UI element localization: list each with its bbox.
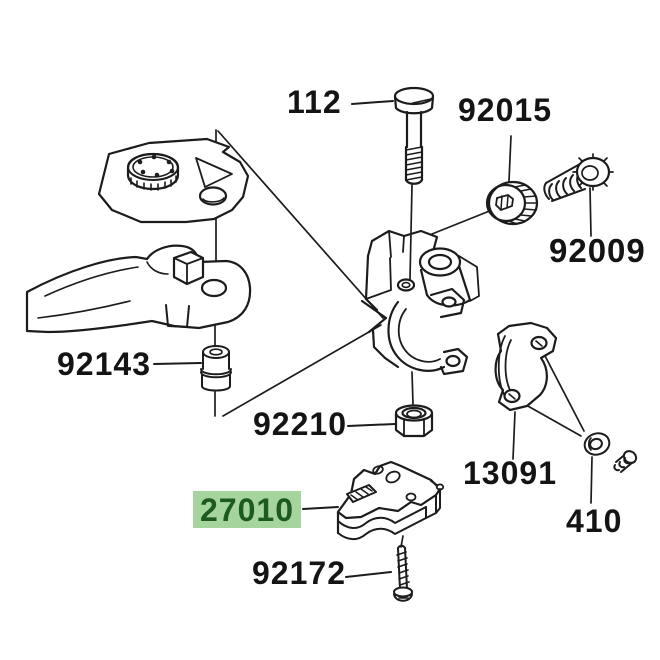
bushing-92143-drawing <box>200 345 232 392</box>
part-label-27010-highlighted[interactable]: 27010 <box>193 491 301 528</box>
part-label-92015[interactable]: 92015 <box>458 92 552 128</box>
clutch-lever-drawing <box>25 244 252 334</box>
hex-nut-92210-drawing <box>394 404 434 438</box>
lever-holder-drawing <box>97 137 250 224</box>
clutch-switch-27010-drawing <box>336 460 445 541</box>
part-label-410[interactable]: 410 <box>566 503 623 539</box>
part-label-112[interactable]: 112 <box>287 84 342 120</box>
small-screw-drawing <box>613 450 638 473</box>
washer-410-drawing <box>583 432 611 456</box>
dial-dots <box>137 154 175 178</box>
screw-92172-drawing <box>393 544 413 602</box>
bolt-112-drawing <box>393 86 435 185</box>
part-label-92009[interactable]: 92009 <box>549 232 646 269</box>
adjuster-nut-92015-drawing <box>485 180 539 226</box>
adjuster-screw-92009-drawing <box>543 153 614 202</box>
part-label-92143[interactable]: 92143 <box>57 346 151 382</box>
leader-lines <box>153 100 593 578</box>
part-label-13091[interactable]: 13091 <box>463 455 557 491</box>
part-label-92172[interactable]: 92172 <box>252 555 346 591</box>
part-label-92210[interactable]: 92210 <box>253 406 347 442</box>
clamp-13091-drawing <box>494 321 558 412</box>
perch-bracket-drawing <box>360 229 480 376</box>
leader-lines-front <box>409 184 413 280</box>
